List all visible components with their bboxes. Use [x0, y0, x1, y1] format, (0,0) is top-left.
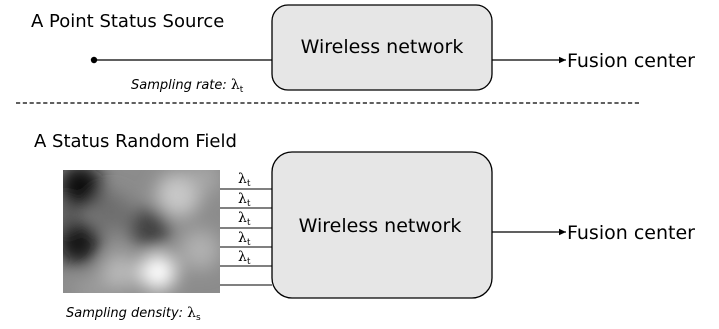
wireless-network-label-top: Wireless network: [301, 36, 464, 58]
channel-rate-label: λt: [238, 210, 251, 228]
channel-rate-label: λt: [238, 171, 251, 189]
sampling-density-caption: Sampling density: λs: [66, 305, 201, 323]
point-source-section: A Point Status Source Sampling rate: λt …: [31, 4, 695, 95]
wireless-network-box-top: [271, 4, 493, 91]
section-title-point-source: A Point Status Source: [31, 11, 224, 32]
channel-rate-label: λt: [238, 191, 251, 209]
random-field-section: A Status Random Field: [34, 131, 695, 323]
section-title-random-field: A Status Random Field: [34, 131, 237, 152]
fusion-center-label-bottom: Fusion center: [567, 222, 695, 244]
random-field-image: [63, 170, 220, 293]
wireless-network-box-bottom: [271, 151, 493, 299]
wireless-network-label-bottom: Wireless network: [299, 215, 462, 237]
channel-rate-label: λt: [238, 230, 251, 248]
sensor-channels: λt λt λt λt λt: [220, 171, 272, 286]
channel-rate-label: λt: [238, 249, 251, 267]
fusion-center-label-top: Fusion center: [567, 50, 695, 72]
sampling-rate-caption: Sampling rate: λt: [131, 77, 244, 95]
